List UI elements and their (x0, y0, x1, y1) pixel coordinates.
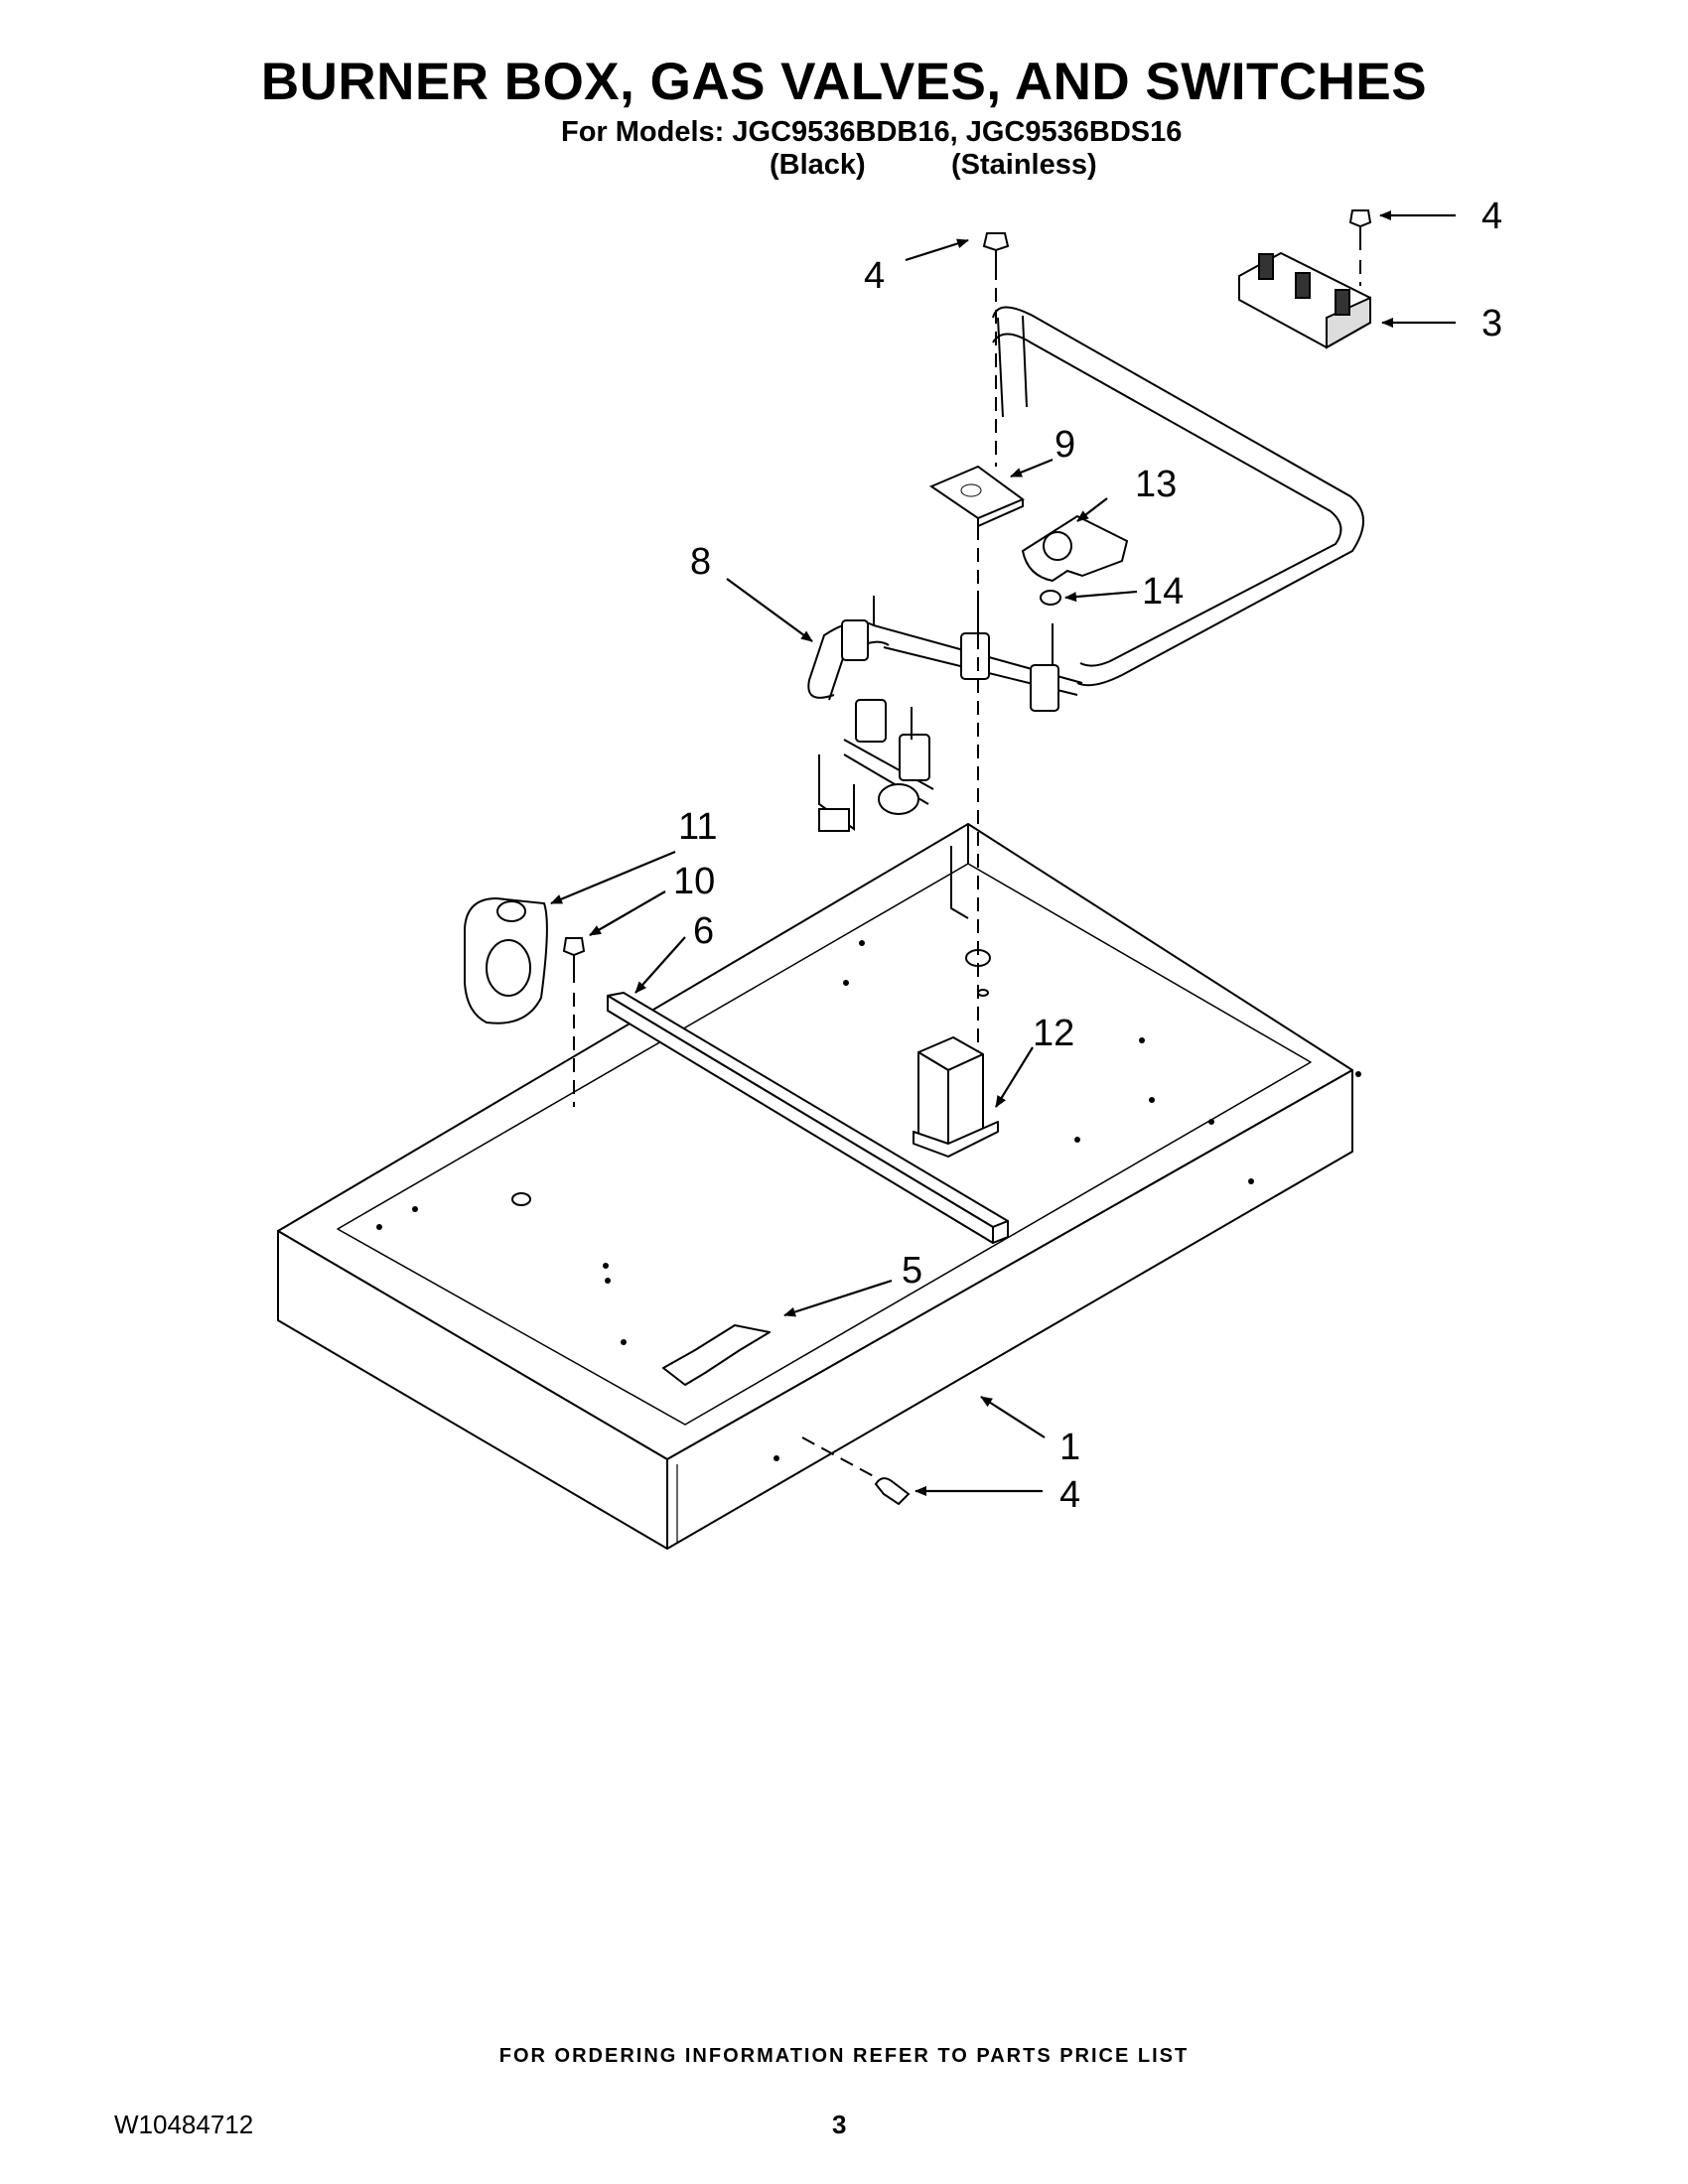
clip-bracket (662, 1324, 771, 1386)
callout-10: 10 (673, 861, 715, 902)
callout-14: 14 (1142, 571, 1184, 613)
switch-assembly (1238, 251, 1371, 349)
callout-4-right: 4 (1481, 196, 1502, 237)
document-number: W10484712 (114, 2110, 254, 2139)
washer (1040, 590, 1061, 606)
variant-stainless: (Stainless) (951, 149, 1097, 181)
callout-6: 6 (693, 910, 714, 952)
callout-1: 1 (1059, 1427, 1080, 1468)
callout-9: 9 (1055, 424, 1075, 466)
callout-4-bottom: 4 (1059, 1474, 1080, 1516)
crossbar-bracket (607, 992, 1009, 1244)
screws (562, 209, 1372, 1506)
callout-5: 5 (902, 1250, 922, 1292)
page-number: 3 (832, 2110, 847, 2139)
page-title: BURNER BOX, GAS VALVES, AND SWITCHES (260, 53, 1428, 111)
variant-black: (Black) (770, 149, 866, 181)
callout-12: 12 (1033, 1013, 1074, 1054)
component-13 (1021, 514, 1129, 583)
callout-4-top: 4 (864, 255, 885, 297)
callout-13: 13 (1135, 464, 1177, 505)
callout-3: 3 (1481, 303, 1502, 344)
ordering-note: FOR ORDERING INFORMATION REFER TO PARTS … (498, 2045, 1190, 2067)
valve-bodies (818, 591, 1059, 832)
switch-bracket (913, 1036, 999, 1158)
models-line: For Models: JGC9536BDB16, JGC9536BDS16 (561, 116, 1183, 148)
callout-11: 11 (678, 806, 717, 848)
burner-box (277, 823, 1353, 1550)
regulator (464, 896, 548, 1024)
callout-8: 8 (690, 541, 711, 583)
